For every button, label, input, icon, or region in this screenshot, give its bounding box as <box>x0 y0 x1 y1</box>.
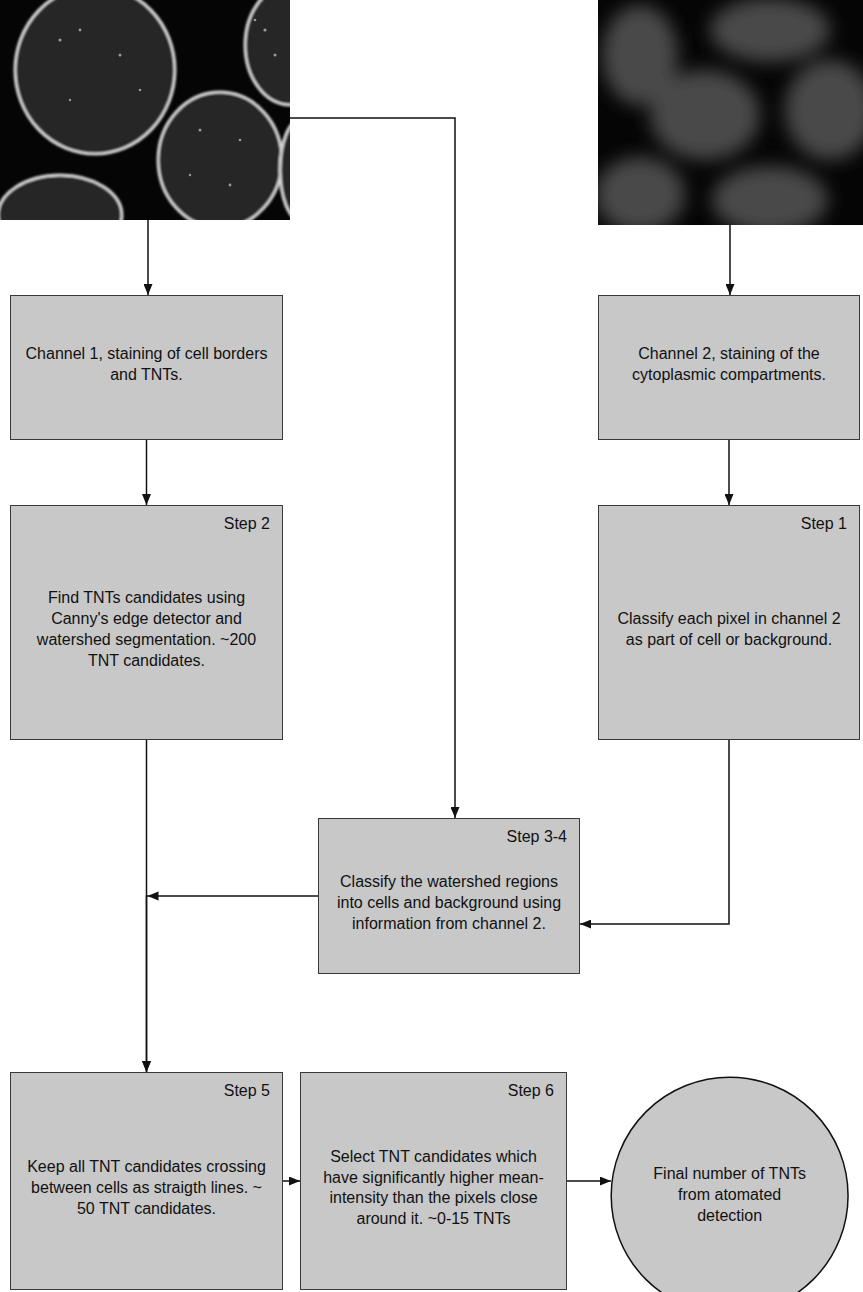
flow-arrow <box>580 740 729 924</box>
input-box: Channel 1, staining of cell borders and … <box>10 295 283 440</box>
box-text: Select TNT candidates which have signifi… <box>313 1147 554 1230</box>
flow-arrow <box>147 896 319 1072</box>
flow-arrow <box>146 440 148 505</box>
process-box: Step 1 Classify each pixel in channel 2 a… <box>598 505 860 740</box>
process-box: Step 2 Find TNTs candidates using Canny's… <box>10 505 283 740</box>
merge-arrowhead <box>148 892 159 901</box>
process-box: Step 3-4Classify the watershed regions i… <box>318 818 580 974</box>
step-label: Step 6 <box>508 1081 554 1102</box>
box-text: Classify the watershed regions into cell… <box>331 872 567 934</box>
process-box: Step 5 Keep all TNT candidates crossing b… <box>10 1072 283 1290</box>
leader-arrow <box>290 118 455 818</box>
process-box: Step 6 Select TNT candidates which have s… <box>300 1072 567 1290</box>
result-circle: Final number of TNTs from atomated detec… <box>610 1076 849 1292</box>
circle-outline <box>610 1076 849 1292</box>
box-text: Classify each pixel in channel 2 as part… <box>611 609 847 651</box>
input-box: Channel 2, staining of the cytoplasmic c… <box>598 295 860 440</box>
box-text: Channel 2, staining of the cytoplasmic c… <box>611 344 847 386</box>
leader-arrow <box>147 220 149 295</box>
channel2-micrograph <box>598 0 863 225</box>
step-label: Step 2 <box>224 514 270 535</box>
circle-text-holder: Final number of TNTs from atomated detec… <box>610 1076 849 1292</box>
channel1-micrograph <box>0 0 290 220</box>
step-label: Step 3-4 <box>507 827 567 848</box>
flow-arrow <box>728 440 730 505</box>
step-label: Step 1 <box>801 514 847 535</box>
flow-arrow <box>283 1180 300 1182</box>
box-text: Final number of TNTs from atomated detec… <box>647 1164 812 1226</box>
box-text: Keep all TNT candidates crossing between… <box>23 1157 270 1219</box>
step-label: Step 5 <box>224 1081 270 1102</box>
leader-arrow <box>729 225 731 295</box>
box-text: Find TNTs candidates using Canny's edge … <box>23 588 270 671</box>
flow-arrow <box>567 1180 611 1182</box>
box-text: Channel 1, staining of cell borders and … <box>23 344 270 386</box>
